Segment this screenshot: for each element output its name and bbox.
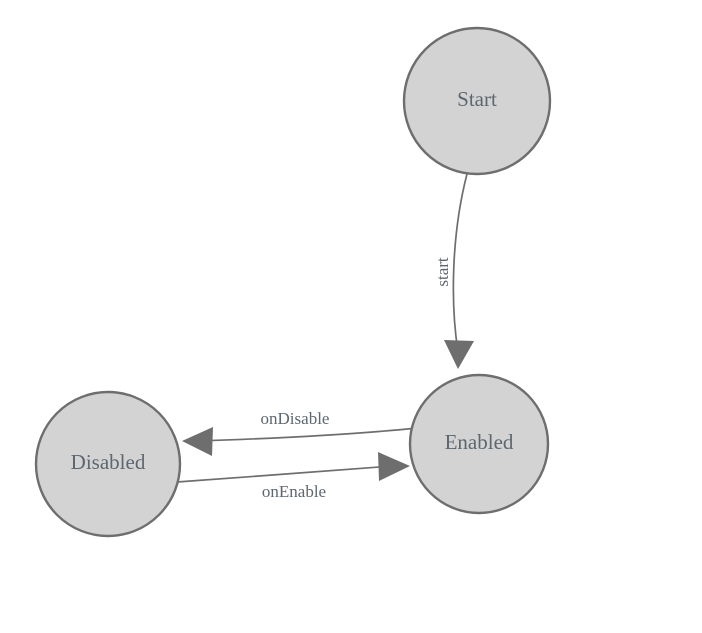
transition-start-to-enabled-path	[452, 173, 468, 353]
transition-start-to-enabled-arrowhead	[444, 340, 474, 369]
state-node-enabled-circle	[408, 373, 550, 515]
state-node-enabled[interactable]: Enabled	[408, 373, 550, 515]
state-node-disabled[interactable]: Disabled	[34, 390, 182, 538]
state-node-start-circle	[402, 26, 552, 176]
transition-label-start: start	[433, 257, 452, 287]
state-node-disabled-circle	[34, 390, 182, 538]
transition-disabled-to-enabled[interactable]: onEnable	[176, 452, 410, 501]
transition-enabled-to-disabled-path	[197, 427, 418, 442]
transition-disabled-to-enabled-arrowhead	[378, 452, 410, 481]
transition-label-on-disable: onDisable	[261, 409, 330, 428]
transition-disabled-to-enabled-path	[176, 465, 394, 483]
state-node-start[interactable]: Start	[402, 26, 552, 176]
transition-label-on-enable: onEnable	[262, 482, 326, 501]
transition-start-to-enabled[interactable]: start	[433, 173, 474, 369]
transition-enabled-to-disabled-arrowhead	[182, 427, 213, 456]
transition-enabled-to-disabled[interactable]: onDisable	[182, 409, 418, 456]
